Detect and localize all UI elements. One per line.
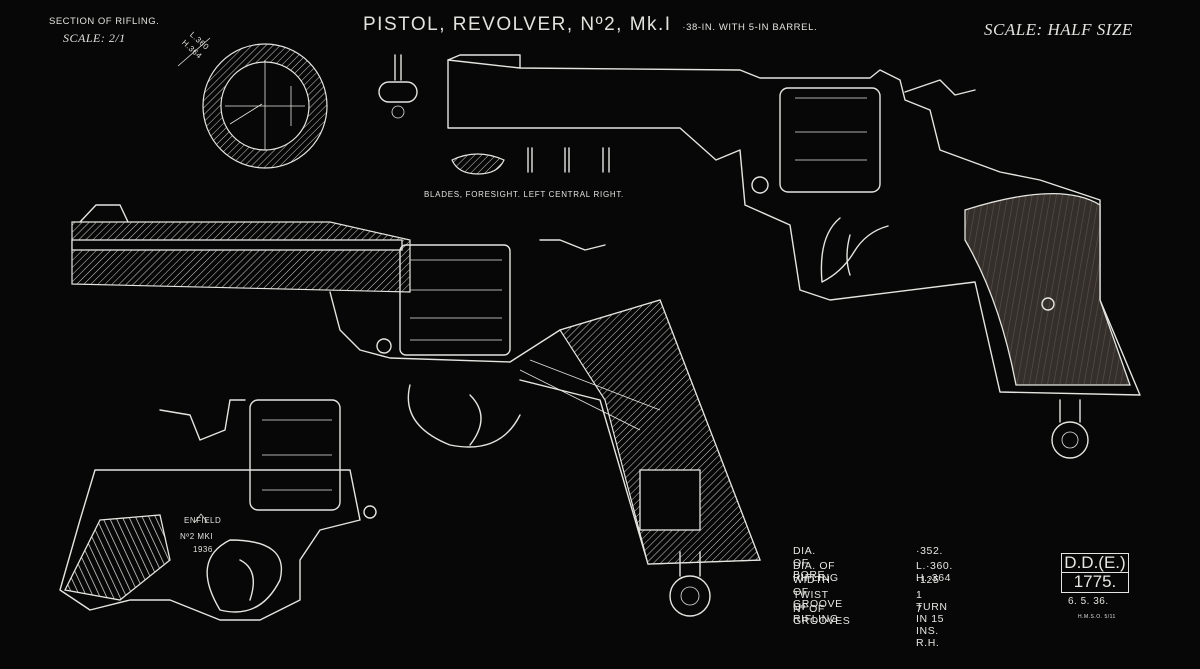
hammer-spur-right [904, 79, 976, 96]
spec-label: Nº of Grooves [793, 603, 851, 627]
foresight-center-view [79, 204, 129, 223]
spec-value: ·352. [916, 545, 943, 557]
grip-marking-maker: ENFIELD [184, 516, 222, 525]
grip-panel-wood [964, 193, 1131, 386]
grip-marking-year: 1936 [193, 545, 213, 554]
lanyard-post-right [1059, 399, 1081, 423]
grip-marking-model: Nº2 MkI [180, 532, 214, 541]
spec-value: ·125 [916, 574, 940, 586]
drawing-footnote: H.M.S.O. 5/11 [1078, 614, 1116, 620]
spec-value: 7 [916, 603, 923, 615]
dimension-leader-2 [229, 103, 263, 125]
foresight-right-view [447, 54, 521, 69]
drawing-title-main: PISTOL, REVOLVER, Nº2, Mk.I [363, 14, 672, 35]
lanyard-ring-hole [391, 105, 405, 119]
drawing-number: 1775. [1073, 572, 1117, 591]
foresight-central-blade [564, 147, 570, 173]
revolver-rear-view [59, 399, 377, 621]
lanyard-ring-inner-center [680, 586, 700, 606]
frame-screw-center [376, 338, 392, 354]
trigger-center [469, 394, 482, 446]
rifling-section-scale: SCALE: 2/1 [63, 31, 126, 45]
drawing-reference-box: D.D.(E.) 1775. [1061, 553, 1129, 593]
rifling-section-view [177, 37, 328, 169]
hammer-spur-rear [159, 399, 246, 441]
chequered-grip [64, 514, 171, 601]
crown-mark [194, 513, 208, 523]
lanyard-ring-center [669, 575, 711, 617]
trigger-right [846, 234, 851, 276]
spec-label: Dia. of Rifling [793, 559, 839, 584]
foresight-left-blade [527, 147, 533, 173]
cylinder-chambers [410, 259, 502, 341]
spec-label: Dia. of Bore [793, 545, 826, 581]
cylinder-section [399, 244, 511, 356]
hammer-spur-center [539, 239, 606, 251]
lanyard-ring-detail [378, 54, 418, 103]
dimension-leader-1 [177, 37, 211, 67]
spec-value: 1 Turn in 15 ins. R.H. [916, 588, 948, 649]
rear-frame-outline [59, 469, 361, 621]
revolver-exterior-view [447, 54, 1141, 459]
foresight-blade [451, 153, 505, 175]
foresight-parts [378, 54, 610, 175]
cylinder-flutes [795, 97, 867, 161]
trigger-guard-rear [206, 539, 282, 613]
spec-value: L.·360. H.·364 [916, 559, 953, 584]
barrel-section [71, 221, 411, 293]
drawing-date: 6. 5. 36. [1068, 596, 1109, 607]
lanyard-ring-inner-right [1061, 431, 1079, 449]
trigger-rear [239, 559, 254, 601]
spec-label: Width of Groove [793, 574, 843, 610]
mainspring-lines [519, 359, 661, 431]
revolver-sectional-view [71, 204, 761, 617]
grip-screw-right [1041, 297, 1055, 311]
grip-frame-section [559, 299, 761, 565]
frame-screw-rear [363, 505, 377, 519]
bore-channel [71, 239, 403, 251]
rifling-section-title: Section of Rifling. [49, 16, 160, 27]
grip-cutout [639, 469, 701, 531]
cylinder-right [779, 87, 881, 193]
cylinder-pin-right [751, 176, 769, 194]
trigger-guard-center [407, 384, 521, 448]
scale-note: SCALE: HALF SIZE [984, 20, 1133, 39]
drawing-code: D.D.(E.) [1062, 554, 1128, 573]
spec-label: Twist of Rifling [793, 588, 839, 625]
drawing-title: PISTOL, REVOLVER, Nº2, Mk.I ·38-IN. WITH… [363, 14, 817, 36]
drawing-title-sub: ·38-IN. WITH 5-IN BARREL. [682, 22, 818, 33]
lanyard-ring-right [1051, 421, 1089, 459]
foresight-caption: Blades, Foresight. Left Central Right. [424, 190, 624, 199]
lanyard-post-center [679, 551, 701, 577]
cylinder-rear [249, 399, 341, 511]
foresight-right-blade [602, 147, 610, 173]
trigger-guard-right [820, 217, 889, 283]
cylinder-rear-flutes [262, 419, 332, 491]
